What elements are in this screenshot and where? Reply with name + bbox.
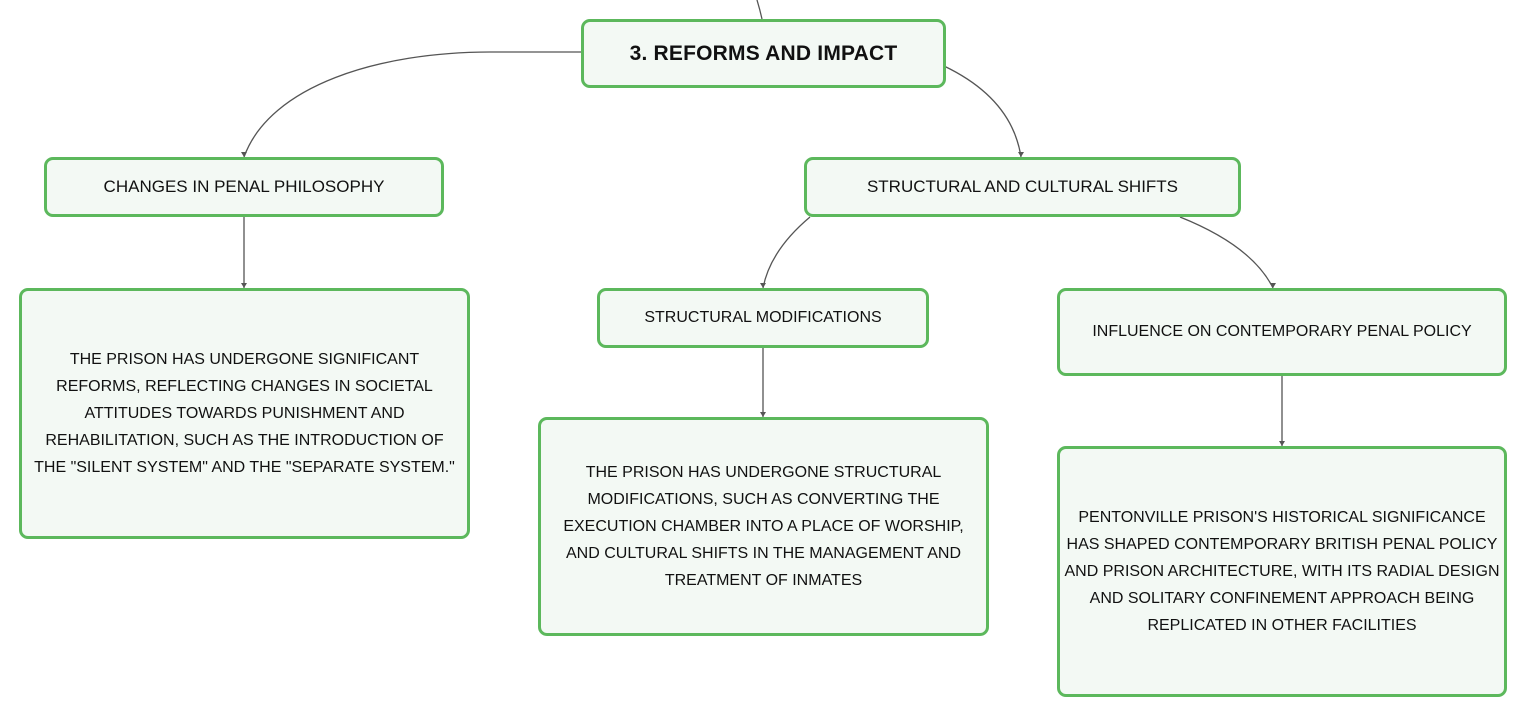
arrowhead-penal-philosophy-to-detail <box>241 283 247 288</box>
structural-and-cultural-shifts-label: STRUCTURAL AND CULTURAL SHIFTS <box>866 177 1179 196</box>
root-node-label: 3. REFORMS AND IMPACT <box>629 41 898 65</box>
connector-root-to-structural-cultural <box>943 65 1022 158</box>
structural-modifications-label: STRUCTURAL MODIFICATIONS <box>644 309 882 326</box>
penal-philosophy-detail-node[interactable]: THE PRISON HAS UNDERGONE SIGNIFICANT REF… <box>19 288 470 539</box>
structural-modifications-detail-text: THE PRISON HAS UNDERGONE STRUCTURAL MODI… <box>563 464 964 589</box>
arrowhead-shifts-to-structural-modifications <box>760 283 766 288</box>
penal-philosophy-detail-text: THE PRISON HAS UNDERGONE SIGNIFICANT REF… <box>34 351 455 476</box>
connector-incoming-root <box>756 0 763 20</box>
structural-modifications-detail-node[interactable]: THE PRISON HAS UNDERGONE STRUCTURAL MODI… <box>538 417 989 636</box>
structural-modifications-node[interactable]: STRUCTURAL MODIFICATIONS <box>597 288 929 348</box>
arrowhead-influence-to-detail <box>1279 441 1285 446</box>
connector-shifts-to-influence <box>1179 216 1274 289</box>
influence-detail-text: PENTONVILLE PRISON'S HISTORICAL SIGNIFIC… <box>1064 509 1500 634</box>
connector-shifts-to-structural-modifications <box>762 216 811 289</box>
connector-root-to-penal-philosophy <box>243 51 581 158</box>
changes-in-penal-philosophy-label: CHANGES IN PENAL PHILOSOPHY <box>103 177 385 196</box>
root-node[interactable]: 3. REFORMS AND IMPACT <box>581 19 946 88</box>
structural-and-cultural-shifts-node[interactable]: STRUCTURAL AND CULTURAL SHIFTS <box>804 157 1241 217</box>
influence-on-contemporary-penal-policy-label: INFLUENCE ON CONTEMPORARY PENAL POLICY <box>1092 323 1472 340</box>
changes-in-penal-philosophy-node[interactable]: CHANGES IN PENAL PHILOSOPHY <box>44 157 444 217</box>
arrowhead-shifts-to-influence <box>1270 283 1276 288</box>
influence-detail-node[interactable]: PENTONVILLE PRISON'S HISTORICAL SIGNIFIC… <box>1057 446 1507 697</box>
arrowhead-root-to-structural-cultural <box>1018 152 1024 157</box>
arrowhead-root-to-penal-philosophy <box>241 152 247 157</box>
arrowhead-structural-modifications-to-detail <box>760 412 766 417</box>
influence-on-contemporary-penal-policy-node[interactable]: INFLUENCE ON CONTEMPORARY PENAL POLICY <box>1057 288 1507 376</box>
